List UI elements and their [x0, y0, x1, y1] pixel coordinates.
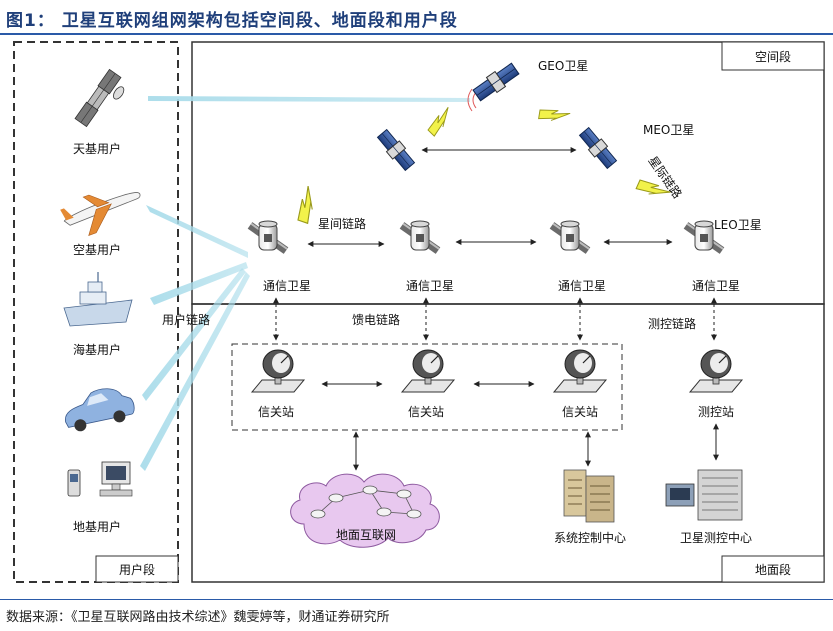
internet-label: 地面互联网 [336, 528, 396, 542]
airplane-icon [60, 192, 141, 236]
tt-link-label: 测控链路 [648, 316, 696, 331]
user-segment-label: 用户段 [119, 562, 155, 577]
system-control-label: 系统控制中心 [554, 530, 626, 545]
geo-satellite-icon [471, 60, 521, 104]
user-segment-label-box [95, 555, 179, 583]
ground-segment-label-box [721, 555, 825, 583]
gateway-3-label: 信关站 [562, 405, 598, 419]
sat-control-label: 卫星测控中心 [680, 530, 752, 545]
computer-icon [99, 461, 133, 497]
geo-meo-bolt-right [535, 100, 571, 131]
architecture-diagram: 用户段 空间段 地面段 GEO卫星 MEO卫星 星际链路 LEO卫 [13, 41, 825, 583]
gateway-2-dish-icon [401, 349, 455, 393]
ground-segment-box [191, 303, 825, 583]
figure-title: 图1： 卫星互联网组网架构包括空间段、地面段和用户段 [6, 11, 458, 31]
comm-sat-2-label: 通信卫星 [406, 279, 454, 293]
comm-sat-1-label: 通信卫星 [263, 279, 311, 293]
user-link-label: 用户链路 [162, 312, 210, 327]
geo-label: GEO卫星 [538, 59, 588, 73]
meo-satellite-right-icon [577, 125, 619, 171]
internet-cloud-icon [290, 473, 440, 548]
comm-satellite-3-icon [549, 220, 591, 255]
space-segment-label-box [721, 41, 825, 71]
gateway-1-dish-icon [251, 349, 305, 393]
sea-user-label: 海基用户 [73, 342, 121, 357]
ground-user-label: 地基用户 [73, 519, 121, 534]
source-note: 数据来源：《卫星互联网路由技术综述》魏雯婷等，财通证券研究所 [6, 610, 390, 625]
gateway-2-label: 信关站 [408, 405, 444, 419]
meo-satellite-left-icon [375, 127, 417, 173]
space-segment-label: 空间段 [755, 49, 791, 64]
gateway-3-dish-icon [553, 349, 607, 393]
ship-icon [63, 272, 133, 327]
leo-label: LEO卫星 [714, 218, 762, 232]
gateway-group-box [231, 343, 623, 431]
tt-station-dish-icon [689, 349, 743, 393]
server-rack-icon [563, 469, 615, 523]
control-center-icon [665, 469, 743, 521]
gateway-1-label: 信关站 [258, 405, 294, 419]
comm-satellite-2-icon [399, 220, 441, 255]
geo-meo-bolt-left [422, 106, 458, 138]
comm-sat-4-label: 通信卫星 [692, 279, 740, 293]
ground-segment-label: 地面段 [755, 562, 791, 577]
comm-satellite-1-icon [247, 220, 289, 255]
title-rule [0, 33, 833, 35]
space-user-label: 天基用户 [73, 141, 121, 156]
meo-label: MEO卫星 [643, 123, 694, 137]
inter-satellite-link-label: 星间链路 [318, 216, 366, 231]
air-user-label: 空基用户 [73, 242, 121, 257]
tt-station-label: 测控站 [698, 405, 734, 419]
bottom-rule [0, 599, 833, 600]
phone-icon [67, 469, 81, 497]
car-icon [65, 388, 135, 432]
user-link-beams [140, 96, 470, 471]
comm-sat-3-label: 通信卫星 [558, 279, 606, 293]
satellite-user-icon [74, 68, 125, 128]
feeder-link-label: 馈电链路 [352, 312, 400, 327]
